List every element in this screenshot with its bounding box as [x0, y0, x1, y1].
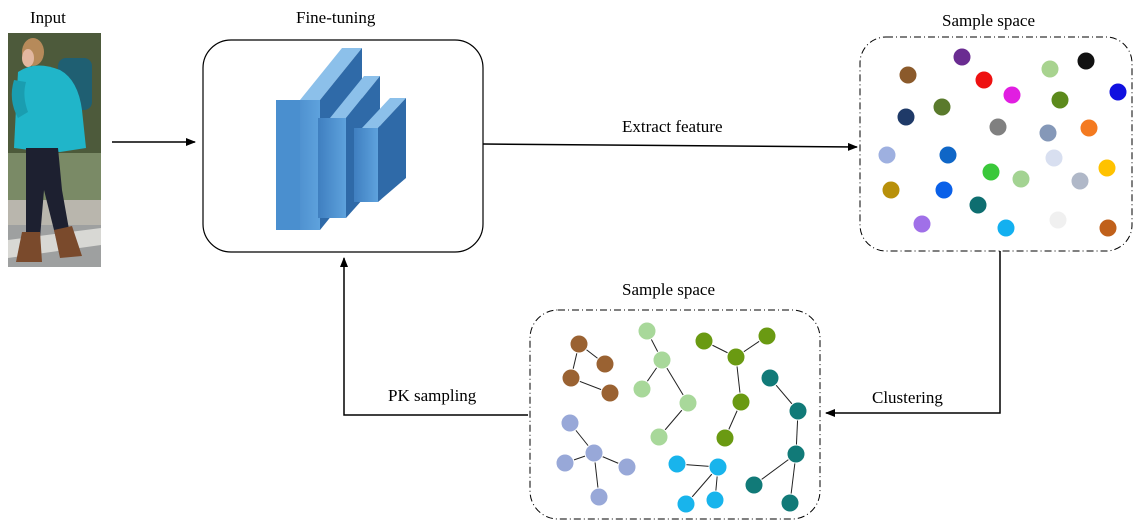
- cluster-node: [637, 321, 657, 341]
- sample-space-top-label: Sample space: [942, 11, 1035, 30]
- sample-points: [877, 47, 1128, 238]
- cluster-graphs: [555, 321, 808, 514]
- cluster-node: [780, 493, 800, 513]
- cluster-node: [726, 347, 746, 367]
- sample-point: [938, 145, 958, 165]
- cluster-node: [617, 457, 637, 477]
- cluster-olive: [694, 326, 777, 448]
- sample-point: [1050, 90, 1070, 110]
- sample-point: [981, 162, 1001, 182]
- sample-point: [877, 145, 897, 165]
- cluster-node: [667, 454, 687, 474]
- sample-point: [1002, 85, 1022, 105]
- finetuning-label: Fine-tuning: [296, 8, 376, 27]
- cluster-light-green: [632, 321, 698, 447]
- cluster-node: [744, 475, 764, 495]
- sample-point: [1076, 51, 1096, 71]
- sample-point: [1038, 123, 1058, 143]
- sample-point: [974, 70, 994, 90]
- sample-point: [896, 107, 916, 127]
- cluster-node: [760, 368, 780, 388]
- cluster-node: [589, 487, 609, 507]
- sample-point: [1108, 82, 1128, 102]
- sample-space-bottom-label: Sample space: [622, 280, 715, 299]
- sample-point: [1011, 169, 1031, 189]
- sample-point: [1044, 148, 1064, 168]
- sample-point: [1040, 59, 1060, 79]
- cluster-node: [649, 427, 669, 447]
- sample-point: [1048, 210, 1068, 230]
- sample-point: [988, 117, 1008, 137]
- cluster-node: [715, 428, 735, 448]
- sample-point: [1098, 218, 1118, 238]
- cluster-node: [678, 393, 698, 413]
- cluster-teal: [744, 368, 808, 513]
- cluster-node: [632, 379, 652, 399]
- clustering-label: Clustering: [872, 388, 943, 407]
- cluster-node: [555, 453, 575, 473]
- cluster-node: [694, 331, 714, 351]
- cluster-node: [788, 401, 808, 421]
- pk-sampling-label: PK sampling: [388, 386, 477, 405]
- cluster-node: [757, 326, 777, 346]
- sample-point: [996, 218, 1016, 238]
- sample-point: [934, 180, 954, 200]
- sample-space-top-box: [859, 36, 1133, 252]
- cnn-layers-icon: [276, 48, 406, 230]
- sample-point: [1097, 158, 1117, 178]
- input-label: Input: [30, 8, 66, 27]
- arrow-clustering: [825, 251, 1001, 417]
- cluster-node: [560, 413, 580, 433]
- extract-feature-label: Extract feature: [622, 117, 723, 136]
- cluster-node: [652, 350, 672, 370]
- sample-point: [1070, 171, 1090, 191]
- cluster-node: [561, 368, 581, 388]
- cluster-node: [569, 334, 589, 354]
- cluster-sky-blue: [667, 454, 728, 514]
- arrow-extract-feature: [482, 142, 858, 151]
- cluster-node: [600, 383, 620, 403]
- sample-point: [1079, 118, 1099, 138]
- arrow-pk-sampling: [340, 257, 528, 416]
- sample-point: [881, 180, 901, 200]
- cluster-node: [595, 354, 615, 374]
- cluster-node: [731, 392, 751, 412]
- cluster-node: [584, 443, 604, 463]
- sample-point: [898, 65, 918, 85]
- cluster-node: [708, 457, 728, 477]
- cluster-node: [786, 444, 806, 464]
- cluster-periwinkle: [555, 413, 637, 507]
- sample-point: [952, 47, 972, 67]
- cluster-node: [705, 490, 725, 510]
- input-person-image: [8, 33, 101, 267]
- cluster-brown: [561, 334, 620, 403]
- sample-point: [932, 97, 952, 117]
- cluster-node: [676, 494, 696, 514]
- sample-point: [912, 214, 932, 234]
- sample-point: [968, 195, 988, 215]
